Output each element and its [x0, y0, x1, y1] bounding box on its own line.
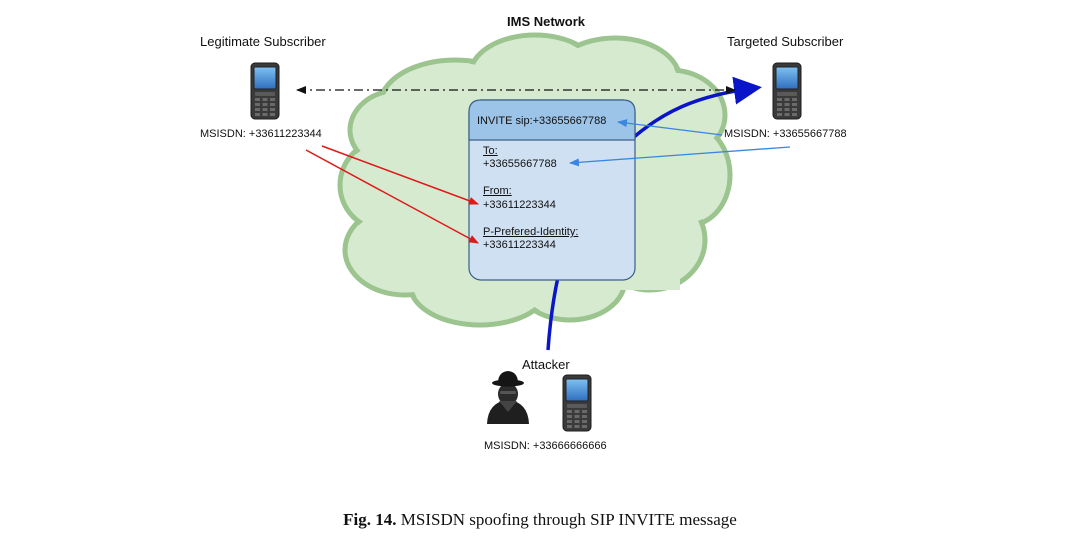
ppi-label: P-Prefered-Identity: [483, 226, 579, 238]
ppi-value: +33611223344 [483, 239, 556, 251]
to-label: To: [483, 145, 498, 157]
attacker-msisdn: MSISDN: +33666666666 [484, 440, 607, 452]
figure-caption: Fig. 14. MSISDN spoofing through SIP INV… [0, 510, 1080, 530]
legit-subscriber-title: Legitimate Subscriber [200, 34, 326, 49]
from-value: +33611223344 [483, 199, 556, 211]
spoof-arrow-ppi [305, 149, 479, 244]
attacker-title: Attacker [522, 357, 570, 372]
spy-hacker-icon [487, 371, 529, 424]
from-label: From: [483, 185, 512, 197]
sip-invite-message-box [468, 99, 636, 281]
target-arrow-to [569, 146, 791, 167]
target-subscriber-title: Targeted Subscriber [727, 34, 844, 49]
legit-msisdn: MSISDN: +33611223344 [200, 128, 322, 140]
target-msisdn: MSISDN: +33655667788 [724, 128, 847, 140]
invite-header: INVITE sip:+33655667788 [477, 115, 607, 127]
attacker-phone-icon [562, 374, 592, 432]
legit-phone-icon [250, 62, 280, 120]
caption-text: MSISDN spoofing through SIP INVITE messa… [400, 510, 737, 529]
target-arrow-invite [617, 119, 723, 136]
spoof-arrow-from [321, 145, 479, 205]
caption-number: Fig. 14. [343, 510, 397, 529]
ims-network-label: IMS Network [507, 14, 586, 29]
ims-network-cloud [337, 32, 733, 328]
to-value: +33655667788 [483, 158, 557, 170]
target-phone-icon [772, 62, 802, 120]
